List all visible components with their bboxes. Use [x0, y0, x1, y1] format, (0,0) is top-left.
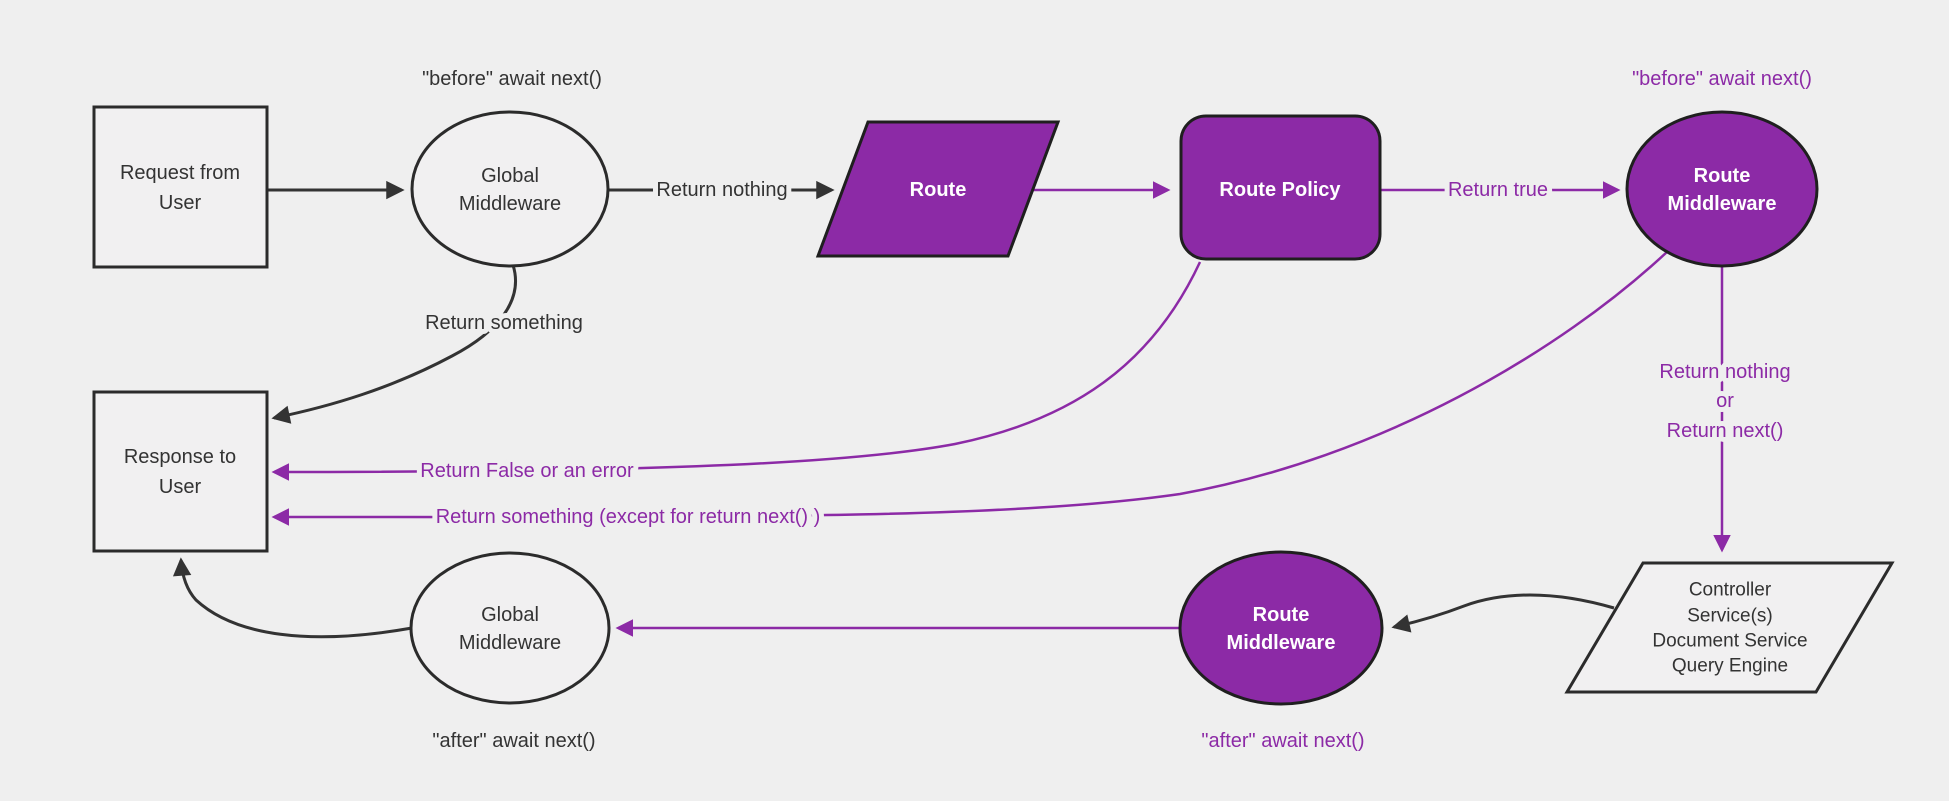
annotation-after-await-next-global: "after" await next() — [432, 730, 595, 752]
route-middleware-bottom-shape — [1178, 550, 1384, 706]
route-middleware-top-label-line1: Route — [1694, 165, 1751, 187]
request-from-user-shape — [92, 105, 269, 269]
edge-label-return-something: Return something — [425, 312, 583, 334]
global-middleware-top-label-line2: Middleware — [459, 193, 561, 215]
node-route-policy: Route Policy — [1179, 114, 1382, 261]
route-middleware-bottom-label-line1: Route — [1253, 604, 1310, 626]
controller-services-label-line3: Document Service — [1652, 631, 1807, 652]
request-from-user-label-line1: Request from — [120, 162, 240, 184]
edge-label-return-false-or-error: Return False or an error — [420, 460, 634, 482]
edge-route-policy-to-response — [271, 261, 1202, 481]
edge-controller-to-route-middleware-bottom — [1391, 593, 1615, 633]
response-to-user-label-line2: User — [159, 476, 202, 498]
edge-label-return-true: Return true — [1448, 179, 1548, 201]
global-middleware-bottom-shape — [409, 551, 611, 705]
edge-label-return-nothing-or-next-line2: or — [1716, 390, 1734, 412]
global-middleware-top-label-line1: Global — [481, 165, 539, 187]
edge-label-return-nothing-or-next-line1: Return nothing — [1659, 361, 1790, 383]
node-route-middleware-top: Route Middleware — [1625, 110, 1819, 268]
global-middleware-bottom-label-line1: Global — [481, 604, 539, 626]
node-response-to-user: Response to User — [92, 390, 269, 553]
response-to-user-shape — [92, 390, 269, 553]
node-route-middleware-bottom: Route Middleware — [1178, 550, 1384, 706]
node-global-middleware-top: Global Middleware — [410, 110, 610, 268]
route-middleware-bottom-label-line2: Middleware — [1227, 632, 1336, 654]
node-request-from-user: Request from User — [92, 105, 269, 269]
controller-services-shape — [1564, 561, 1895, 694]
node-global-middleware-bottom: Global Middleware — [409, 551, 611, 705]
edge-label-return-nothing-or-next: Return nothing or Return next() — [1654, 356, 1795, 447]
edge-label-return-nothing: Return nothing — [656, 179, 787, 201]
global-middleware-bottom-label-line2: Middleware — [459, 632, 561, 654]
annotation-before-await-next-global: "before" await next() — [422, 68, 602, 90]
edge-global-middleware-to-response — [271, 264, 517, 424]
global-middleware-top-shape — [410, 110, 610, 268]
response-to-user-label-line1: Response to — [124, 446, 236, 468]
edge-label-return-something-except: Return something (except for return next… — [436, 506, 821, 528]
controller-services-label-line4: Query Engine — [1672, 656, 1788, 677]
request-from-user-label-line2: User — [159, 192, 202, 214]
edge-label-return-nothing-or-next-line3: Return next() — [1667, 420, 1784, 442]
controller-services-label-line1: Controller — [1689, 580, 1772, 601]
annotation-before-await-next-route-middleware: "before" await next() — [1632, 68, 1812, 90]
route-middleware-top-shape — [1625, 110, 1819, 268]
node-route: Route — [815, 120, 1061, 258]
route-label: Route — [910, 179, 967, 201]
route-policy-shape — [1179, 114, 1382, 261]
controller-services-label-line2: Service(s) — [1687, 606, 1773, 627]
route-policy-label: Route Policy — [1219, 179, 1341, 201]
node-controller-services: Controller Service(s) Document Service Q… — [1564, 561, 1895, 694]
route-middleware-top-label-line2: Middleware — [1668, 193, 1777, 215]
edge-global-middleware-bottom-to-response — [172, 557, 413, 639]
annotation-after-await-next-route-middleware: "after" await next() — [1201, 730, 1364, 752]
edge-route-middleware-to-response — [271, 250, 1669, 526]
route-shape — [815, 120, 1061, 258]
